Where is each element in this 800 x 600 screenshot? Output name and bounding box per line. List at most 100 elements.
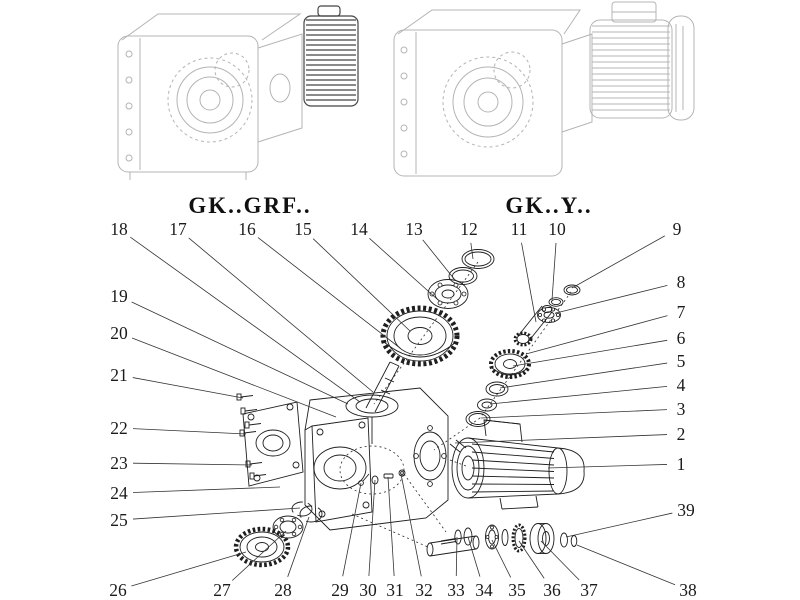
assembled-view-gky bbox=[393, 1, 695, 177]
leader-line-34 bbox=[467, 536, 481, 577]
leader-line-4 bbox=[489, 385, 668, 405]
callout-28: 28 bbox=[274, 580, 292, 600]
leader-line-26 bbox=[131, 551, 247, 587]
leader-line-36 bbox=[518, 540, 545, 579]
callout-3: 3 bbox=[677, 399, 686, 419]
leader-line-7 bbox=[525, 315, 668, 355]
leader-line-38 bbox=[576, 544, 676, 586]
callout-35: 35 bbox=[508, 580, 526, 600]
callout-39: 39 bbox=[677, 500, 695, 520]
main-gear-drawing bbox=[380, 305, 460, 367]
callout-26: 26 bbox=[109, 580, 127, 600]
leader-line-9 bbox=[571, 235, 665, 289]
assembled-view-gkgrf bbox=[117, 5, 359, 180]
callout-22: 22 bbox=[110, 418, 128, 438]
callout-15: 15 bbox=[294, 219, 312, 239]
leader-line-14 bbox=[369, 238, 438, 300]
callout-1: 1 bbox=[677, 454, 686, 474]
input-adapter-drawing bbox=[303, 5, 359, 107]
callout-18: 18 bbox=[110, 219, 128, 239]
leader-line-21 bbox=[132, 377, 244, 399]
leader-line-24 bbox=[132, 486, 281, 493]
callout-34: 34 bbox=[475, 580, 493, 600]
leader-line-25 bbox=[132, 507, 301, 520]
callout-17: 17 bbox=[169, 219, 187, 239]
leader-line-30 bbox=[368, 479, 376, 577]
callout-6: 6 bbox=[677, 328, 686, 348]
washer-ring-stack-drawing bbox=[465, 381, 509, 427]
callout-14: 14 bbox=[350, 219, 368, 239]
callout-7: 7 bbox=[677, 302, 686, 322]
leader-line-1 bbox=[547, 464, 668, 469]
callout-30: 30 bbox=[359, 580, 377, 600]
leader-line-32 bbox=[400, 473, 422, 577]
callout-10: 10 bbox=[548, 219, 566, 239]
callout-9: 9 bbox=[673, 219, 682, 239]
callout-16: 16 bbox=[238, 219, 256, 239]
gear-housing-drawing bbox=[304, 387, 449, 531]
leader-line-3 bbox=[480, 409, 668, 419]
leader-line-6 bbox=[512, 339, 668, 367]
leader-line-33 bbox=[455, 536, 458, 577]
callout-5: 5 bbox=[677, 351, 686, 371]
callout-8: 8 bbox=[677, 272, 686, 292]
bearing-14-drawing bbox=[427, 279, 469, 309]
leader-line-35 bbox=[491, 539, 512, 578]
leader-line-18 bbox=[130, 236, 361, 403]
leader-line-39 bbox=[565, 512, 673, 538]
callout-4: 4 bbox=[677, 375, 686, 395]
callout-31: 31 bbox=[386, 580, 404, 600]
callout-32: 32 bbox=[415, 580, 433, 600]
callout-23: 23 bbox=[110, 453, 128, 473]
motor-drawing bbox=[589, 1, 695, 121]
callout-11: 11 bbox=[511, 219, 528, 239]
model-title-gkgrf: GK..GRF.. bbox=[188, 193, 312, 218]
input-shaft-drawing bbox=[365, 361, 400, 413]
leader-line-10 bbox=[551, 242, 557, 301]
exploded-view bbox=[233, 249, 585, 568]
motor-exploded-drawing bbox=[449, 419, 585, 510]
callout-38: 38 bbox=[679, 580, 697, 600]
leader-line-31 bbox=[387, 476, 395, 577]
callout-36: 36 bbox=[543, 580, 561, 600]
leader-line-29 bbox=[342, 482, 362, 577]
leader-line-20 bbox=[131, 337, 337, 418]
ring-13-drawing bbox=[448, 267, 478, 285]
leader-line-12 bbox=[470, 242, 474, 260]
helical-gear-drawing bbox=[489, 349, 531, 379]
callout-24: 24 bbox=[110, 483, 128, 503]
ring-gear-drawing bbox=[233, 505, 323, 568]
model-title-gky: GK..Y.. bbox=[505, 193, 593, 218]
leader-line-23 bbox=[132, 462, 253, 466]
pinion-shaft-drawing bbox=[513, 284, 581, 347]
leader-line-28 bbox=[287, 516, 310, 577]
leader-line-2 bbox=[454, 434, 668, 444]
cover-plate-drawing bbox=[242, 401, 304, 487]
callout-20: 20 bbox=[110, 323, 128, 343]
callout-12: 12 bbox=[460, 219, 478, 239]
snap-ring-25-drawing bbox=[291, 501, 313, 517]
leader-line-17 bbox=[188, 237, 374, 393]
leader-line-15 bbox=[312, 238, 411, 332]
callout-37: 37 bbox=[580, 580, 598, 600]
output-shaft-drawing bbox=[426, 523, 578, 557]
callout-33: 33 bbox=[447, 580, 465, 600]
leader-line-8 bbox=[555, 284, 668, 314]
callout-21: 21 bbox=[110, 365, 128, 385]
callout-13: 13 bbox=[405, 219, 423, 239]
callout-2: 2 bbox=[677, 424, 686, 444]
leader-line-13 bbox=[422, 239, 456, 281]
callout-29: 29 bbox=[331, 580, 349, 600]
leader-line-16 bbox=[257, 237, 401, 349]
leader-line-22 bbox=[132, 428, 247, 435]
leader-line-27 bbox=[232, 530, 287, 581]
callout-25: 25 bbox=[110, 510, 128, 530]
leader-line-37 bbox=[540, 540, 580, 581]
leader-line-11 bbox=[521, 242, 537, 323]
callout-27: 27 bbox=[213, 580, 231, 600]
leader-line-19 bbox=[131, 301, 349, 405]
ring-12-drawing bbox=[461, 249, 495, 269]
